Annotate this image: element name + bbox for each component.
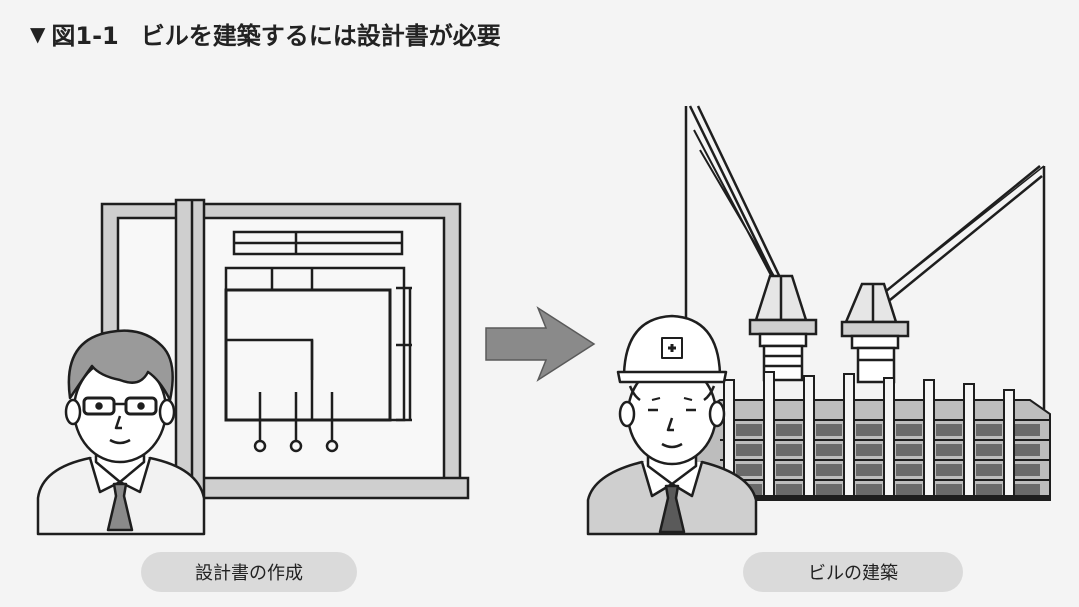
building-under-construction xyxy=(689,371,1051,501)
caption-build: ビルの建築 xyxy=(743,552,963,592)
designer-figure xyxy=(36,329,206,536)
construction-worker-figure xyxy=(586,314,758,536)
figure-number: 図1-1 xyxy=(51,22,119,50)
right-arrow-icon xyxy=(485,306,596,382)
figure-title: ▼ 図1-1 ビルを建築するには設計書が必要 xyxy=(30,16,501,51)
tower-crane-left xyxy=(684,105,818,382)
caption-design: 設計書の作成 xyxy=(141,552,357,592)
tower-crane-right xyxy=(840,165,1046,420)
triangle-marker-icon: ▼ xyxy=(30,21,46,46)
figure-title-text: ビルを建築するには設計書が必要 xyxy=(140,22,501,50)
